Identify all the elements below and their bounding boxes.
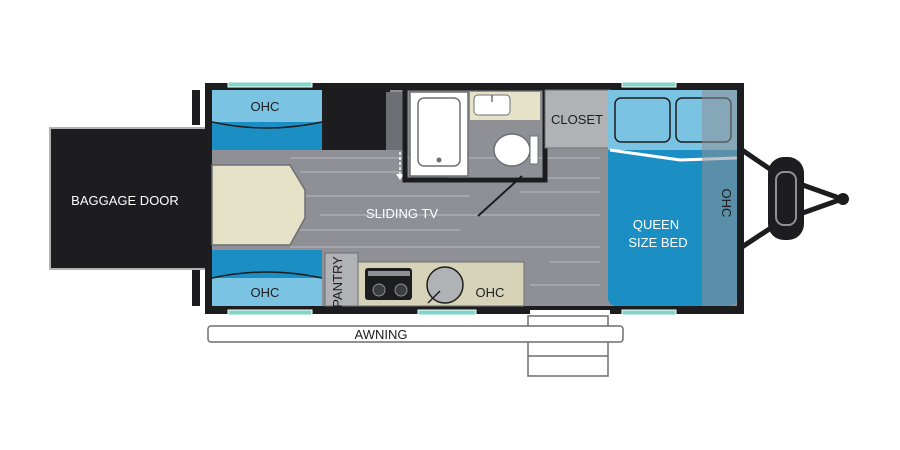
ohc-galley-label: OHC <box>476 285 505 300</box>
bath-door <box>477 175 523 217</box>
bed-label-line2: SIZE BED <box>628 235 687 250</box>
rear-hinge-bottom <box>192 270 200 306</box>
sliding-tv-label: SLIDING TV <box>366 206 438 221</box>
entry-door-gap <box>530 310 610 316</box>
queen-bed <box>608 90 738 306</box>
bathroom <box>402 85 548 183</box>
baggage-door-label: BAGGAGE DOOR <box>71 193 179 208</box>
pantry-label: PANTRY <box>330 256 345 308</box>
closet-label: CLOSET <box>551 112 603 127</box>
ohc-bottom-left-label: OHC <box>251 285 280 300</box>
pantry <box>324 252 359 307</box>
awning-label: AWNING <box>355 327 408 342</box>
tv-cabinet <box>322 90 390 150</box>
awning <box>207 325 624 343</box>
sink <box>426 266 464 304</box>
hitch-tongue <box>740 147 849 250</box>
entry-steps <box>527 315 609 377</box>
ohc-top-left-label: OHC <box>251 99 280 114</box>
rear-bench <box>211 164 306 246</box>
windows <box>227 81 677 316</box>
stove <box>365 268 412 300</box>
bed-label-line1: QUEEN <box>633 217 679 232</box>
closet <box>544 89 611 149</box>
ohc-bed-label: OHC <box>719 189 734 218</box>
rear-hinge-top <box>192 90 200 125</box>
baggage-door <box>49 127 211 270</box>
